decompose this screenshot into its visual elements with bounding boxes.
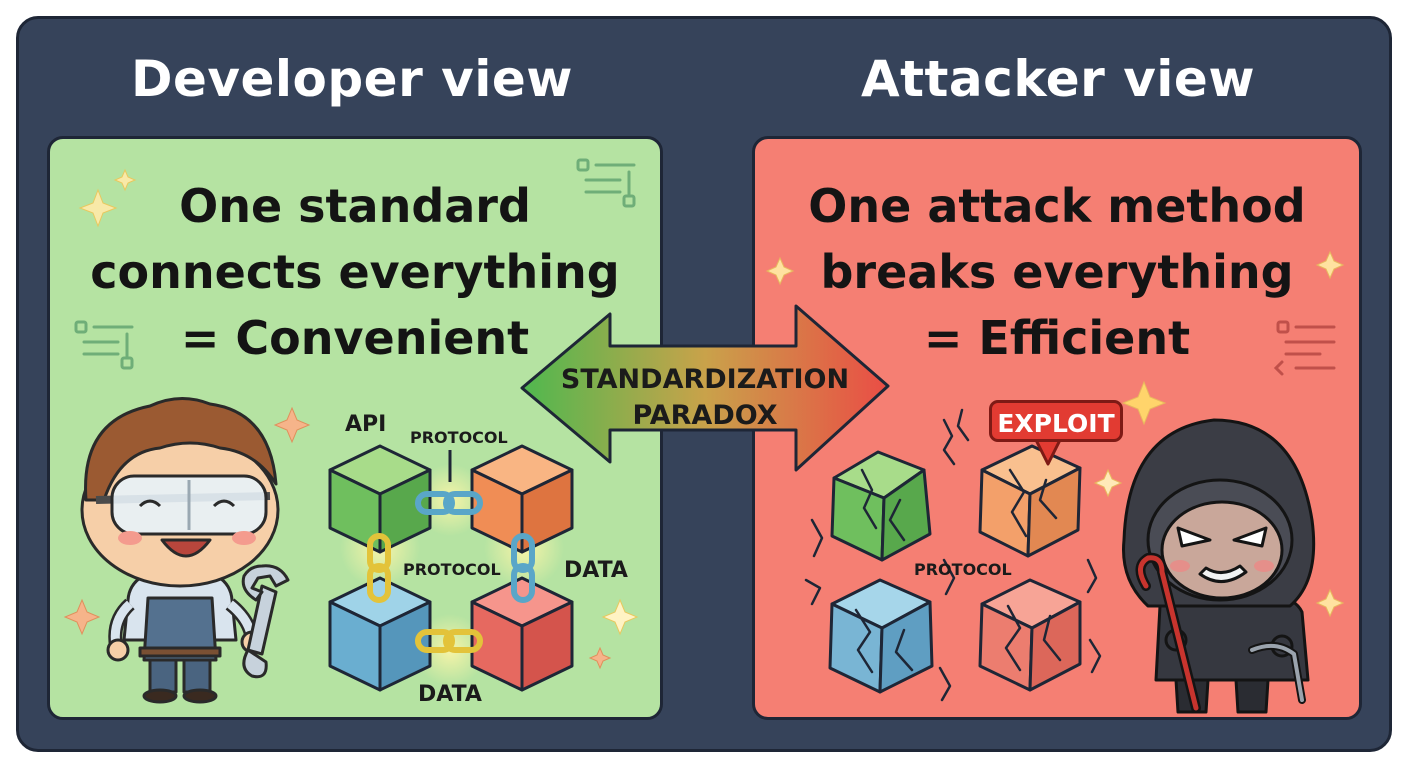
data-right-label: DATA xyxy=(564,558,628,583)
exploit-badge: EXPLOIT xyxy=(989,400,1123,442)
developer-slogan-line-1: One standard xyxy=(179,179,531,233)
attacker-view-heading: Attacker view xyxy=(860,50,1256,108)
attacker-slogan-line-3: = Efficient xyxy=(923,311,1191,365)
arrow-label-line-2: PARADOX xyxy=(632,400,778,431)
attacker-slogan: One attack method breaks everything = Ef… xyxy=(755,173,1359,371)
developer-slogan-line-3: = Convenient xyxy=(180,311,530,365)
attacker-slogan-line-1: One attack method xyxy=(808,179,1306,233)
attacker-slogan-line-2: breaks everything xyxy=(820,245,1294,299)
data-bottom-label: DATA xyxy=(418,682,482,707)
developer-view-heading: Developer view xyxy=(130,50,573,108)
attacker-protocol-label: PROTOCOL xyxy=(914,560,1012,579)
developer-slogan-line-2: connects everything xyxy=(90,245,620,299)
arrow-label: STANDARDIZATION PARADOX xyxy=(540,362,870,434)
protocol-top-label: PROTOCOL xyxy=(410,428,508,447)
developer-slogan: One standard connects everything = Conve… xyxy=(50,173,660,371)
api-label: API xyxy=(345,412,387,437)
arrow-label-line-1: STANDARDIZATION xyxy=(560,364,850,395)
protocol-middle-label: PROTOCOL xyxy=(403,560,501,579)
